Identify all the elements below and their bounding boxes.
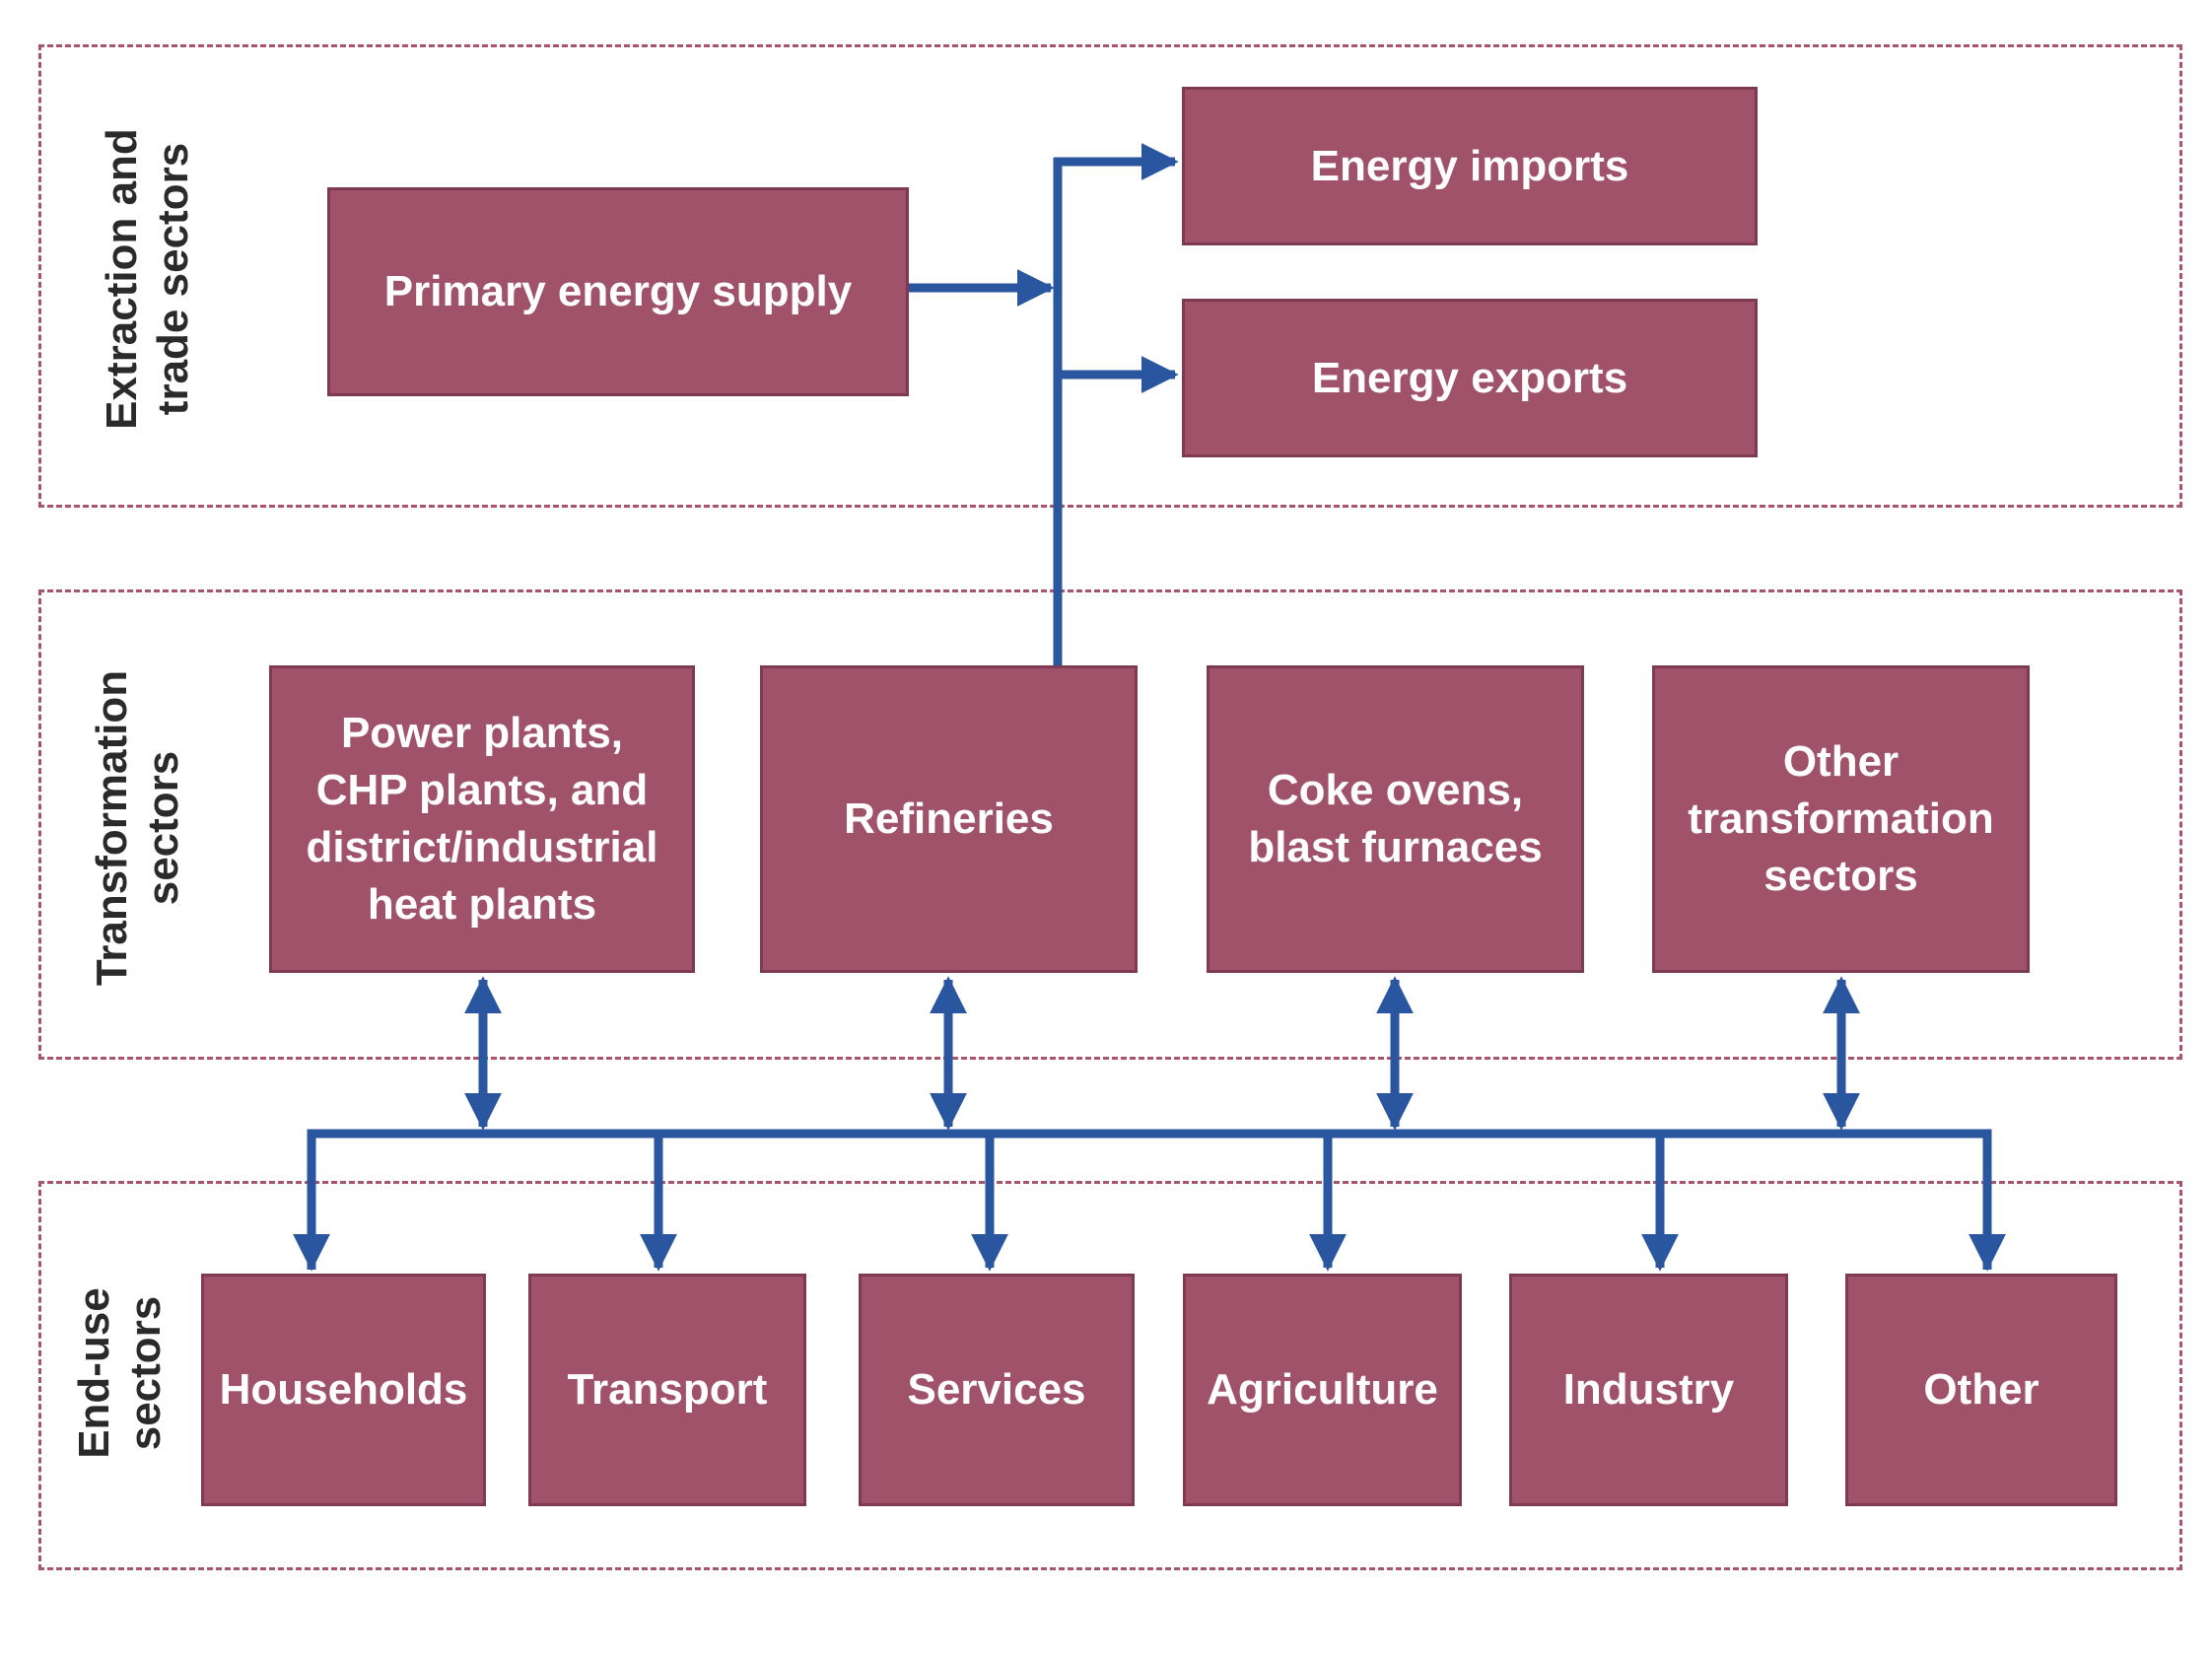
primary-energy-supply-box: Primary energy supply: [327, 187, 909, 396]
other-transformation-label: Other transformation sectors: [1688, 737, 1994, 900]
coke-ovens-box: Coke ovens, blast furnaces: [1207, 665, 1584, 973]
transformation-sectors-panel: [38, 589, 2182, 1060]
transport-label: Transport: [567, 1365, 768, 1414]
energy-imports-label: Energy imports: [1310, 141, 1629, 190]
transport-box: Transport: [528, 1274, 806, 1506]
industry-box: Industry: [1509, 1274, 1788, 1506]
power-plants-box: Power plants, CHP plants, and district/i…: [269, 665, 695, 973]
other-label: Other: [1923, 1365, 2039, 1414]
other-transformation-box: Other transformation sectors: [1652, 665, 2030, 973]
industry-label: Industry: [1562, 1365, 1735, 1414]
agriculture-box: Agriculture: [1183, 1274, 1462, 1506]
services-label: Services: [907, 1365, 1086, 1414]
distribution-bus-line: [307, 1129, 1992, 1270]
households-box: Households: [201, 1274, 486, 1506]
refineries-label: Refineries: [844, 795, 1054, 843]
energy-imports-box: Energy imports: [1182, 87, 1758, 245]
extraction-sectors-panel: [38, 44, 2182, 508]
power-plants-label: Power plants, CHP plants, and district/i…: [306, 709, 658, 929]
services-box: Services: [859, 1274, 1135, 1506]
energy-exports-box: Energy exports: [1182, 299, 1758, 457]
refineries-box: Refineries: [760, 665, 1138, 973]
households-label: Households: [219, 1365, 468, 1414]
coke-ovens-label: Coke ovens, blast furnaces: [1248, 766, 1543, 871]
primary-energy-supply-label: Primary energy supply: [383, 267, 853, 315]
agriculture-label: Agriculture: [1207, 1365, 1438, 1414]
energy-exports-label: Energy exports: [1311, 353, 1628, 402]
end-use-sectors-panel: [38, 1181, 2182, 1570]
other-box: Other: [1845, 1274, 2117, 1506]
